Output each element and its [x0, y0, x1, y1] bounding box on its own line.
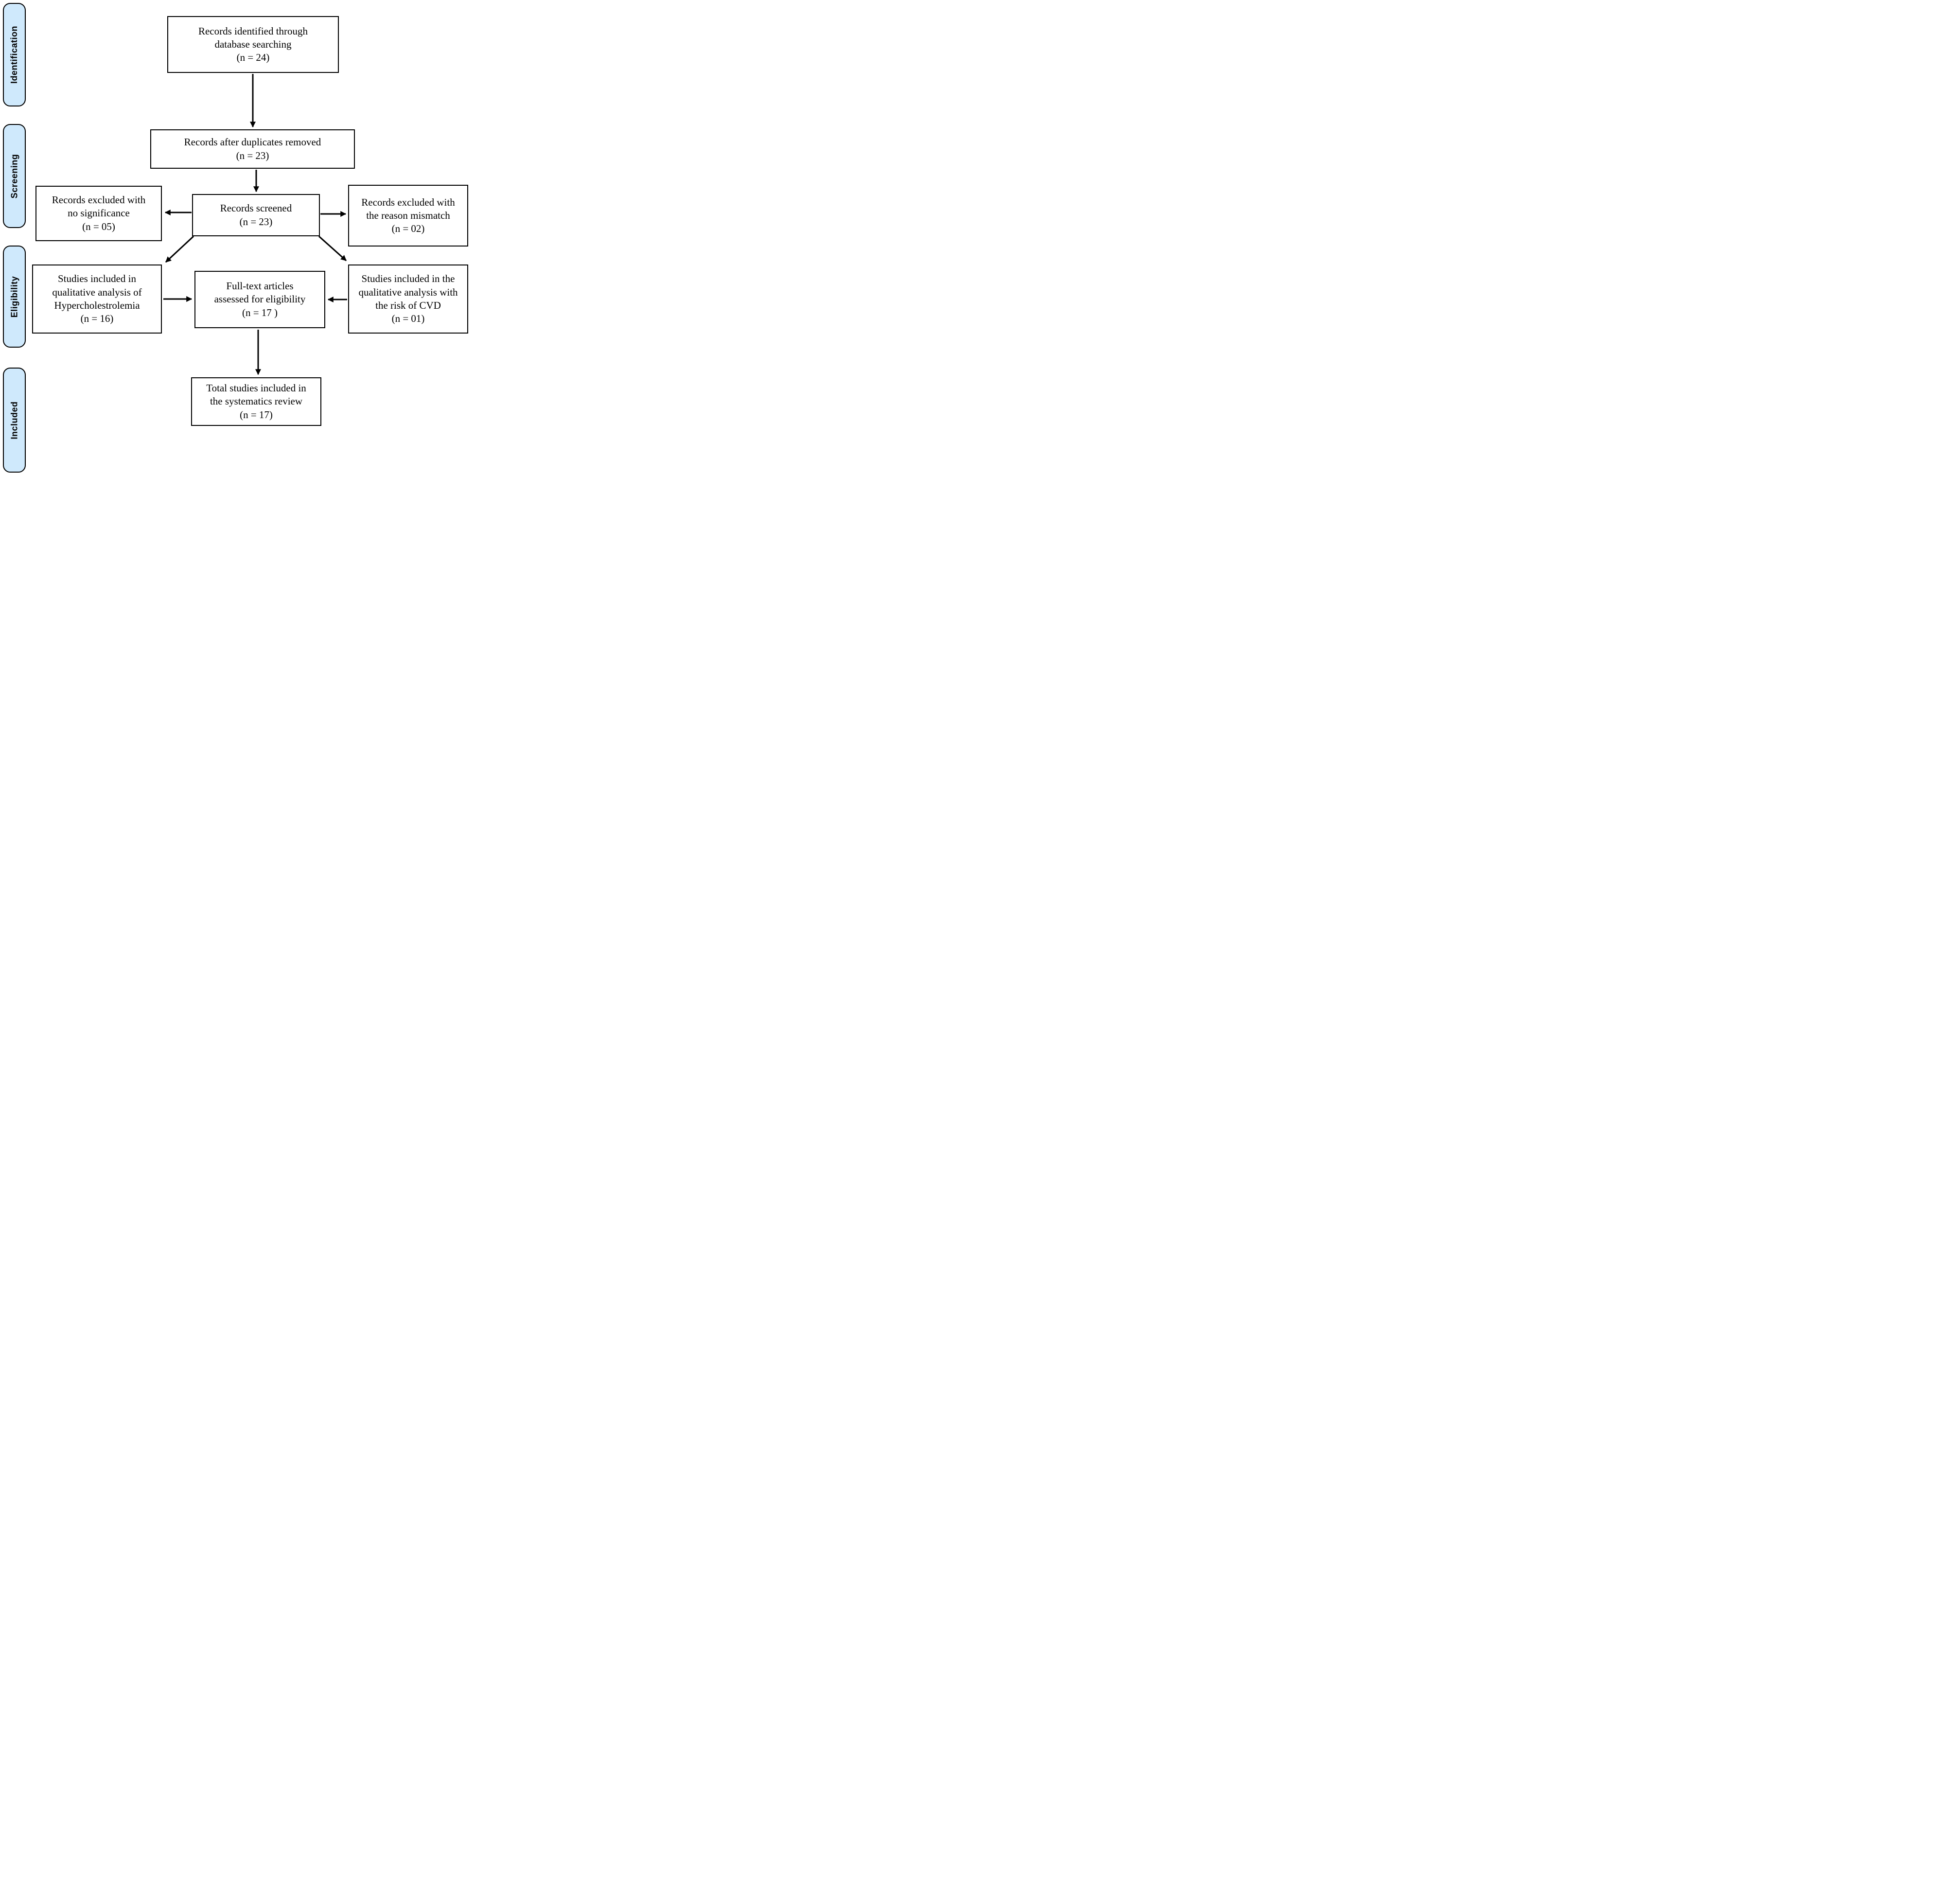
box-text-line: (n = 01)	[391, 313, 425, 325]
box-text-line: the risk of CVD	[375, 300, 441, 311]
box-total-included: Total studies included in the systematic…	[191, 377, 321, 426]
box-text-line: (n = 05)	[82, 220, 115, 232]
stage-screening-label: Screening	[9, 154, 19, 198]
box-text-line: Records excluded with	[361, 196, 455, 208]
box-text-line: (n = 24)	[236, 52, 270, 64]
stage-screening: Screening	[3, 124, 26, 228]
stage-included-label: Included	[9, 401, 19, 440]
stage-identification-label: Identification	[9, 26, 19, 84]
box-duplicates-removed: Records after duplicates removed (n = 23…	[150, 129, 355, 169]
box-excluded-no-significance: Records excluded with no significance (n…	[35, 186, 162, 241]
box-text-line: qualitative analysis of	[52, 286, 142, 298]
box-text-line: Records screened	[220, 202, 292, 214]
box-records-screened: Records screened (n = 23)	[192, 194, 320, 236]
box-text-line: Hypercholestrolemia	[54, 300, 140, 311]
box-text-line: (n = 16)	[80, 313, 114, 325]
arrow-screened-to-cvd	[318, 235, 347, 262]
box-qualitative-cvd: Studies included in the qualitative anal…	[348, 264, 468, 334]
stage-eligibility: Eligibility	[3, 246, 26, 348]
box-text-line: (n = 17)	[240, 408, 273, 421]
box-text-line: assessed for eligibility	[214, 293, 306, 305]
box-qualitative-hypercholestrolemia: Studies included in qualitative analysis…	[32, 264, 162, 334]
box-text-line: Records after duplicates removed	[184, 136, 321, 148]
box-text-line: Studies included in the	[361, 273, 455, 285]
box-records-identified: Records identified through database sear…	[167, 16, 339, 73]
box-text-line: the reason mismatch	[366, 209, 450, 221]
box-text-line: Studies included in	[58, 273, 136, 285]
box-text-line: Records identified through	[198, 25, 308, 37]
box-text-line: the systematics review	[210, 395, 303, 407]
box-text-line: (n = 17 )	[242, 306, 278, 318]
prisma-flow-diagram: Identification Screening Eligibility Inc…	[0, 0, 484, 476]
box-text-line: Total studies included in	[206, 382, 306, 394]
box-text-line: (n = 23)	[236, 149, 269, 161]
box-text-line: Full-text articles	[226, 280, 294, 292]
arrow-screened-to-hypercholestrolemia	[165, 235, 194, 263]
stage-eligibility-label: Eligibility	[9, 276, 19, 317]
stage-included: Included	[3, 368, 26, 473]
box-text-line: (n = 02)	[391, 223, 425, 235]
stage-identification: Identification	[3, 3, 26, 106]
box-text-line: no significance	[68, 207, 130, 219]
box-text-line: Records excluded with	[52, 194, 146, 206]
box-fulltext-assessed: Full-text articles assessed for eligibil…	[194, 271, 325, 328]
box-text-line: database searching	[214, 38, 292, 50]
box-excluded-reason-mismatch: Records excluded with the reason mismatc…	[348, 185, 468, 247]
box-text-line: (n = 23)	[239, 215, 273, 228]
box-text-line: qualitative analysis with	[358, 286, 458, 298]
